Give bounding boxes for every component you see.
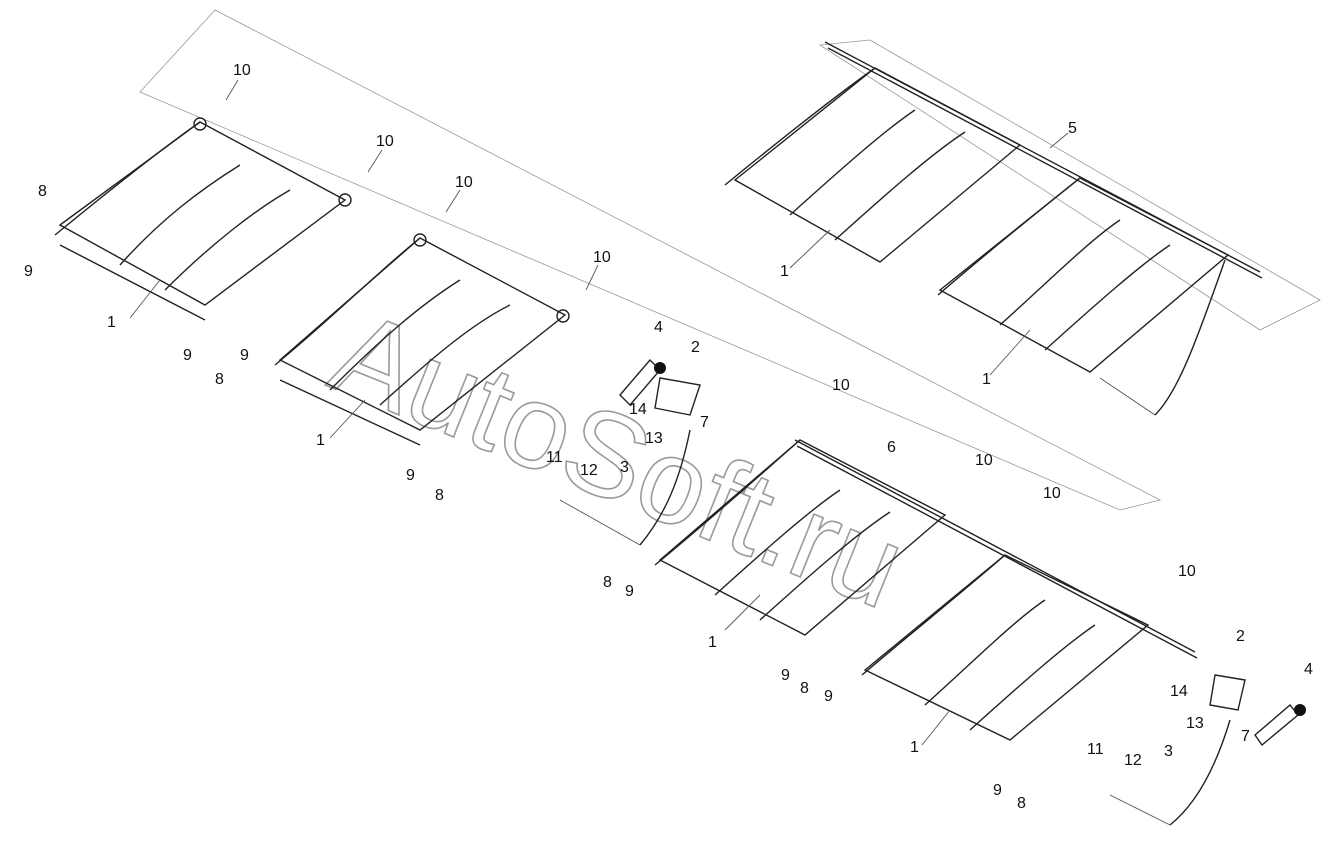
callout-label: 9 — [781, 667, 790, 684]
leader-lines — [129, 79, 1069, 746]
callout-label: 8 — [1017, 795, 1026, 812]
callout-label: 7 — [700, 414, 709, 431]
callout-label: 3 — [620, 459, 629, 476]
callout-label: 8 — [800, 680, 809, 697]
callout-label: 13 — [645, 430, 663, 447]
callout-label: 8 — [38, 183, 47, 200]
callout-label: 8 — [603, 574, 612, 591]
callout-labels: 10 10 10 10 8 9 1 9 8 9 1 9 8 4 2 14 13 … — [24, 62, 1313, 812]
assembly-frame — [139, 9, 1162, 511]
callout-label: 14 — [629, 401, 647, 418]
bracket-middle — [619, 358, 701, 416]
callout-label: 5 — [1068, 120, 1077, 137]
callout-label: 10 — [593, 249, 611, 266]
callout-label: 13 — [1186, 715, 1204, 732]
callout-label: 6 — [887, 439, 896, 456]
callout-label: 9 — [240, 347, 249, 364]
callout-label: 9 — [406, 467, 415, 484]
callout-label: 8 — [215, 371, 224, 388]
callout-label: 10 — [1043, 485, 1061, 502]
callout-label: 12 — [1124, 752, 1142, 769]
assembly-frame-right — [818, 39, 1321, 331]
callout-label: 10 — [975, 452, 993, 469]
callout-label: 8 — [435, 487, 444, 504]
callout-label: 1 — [982, 371, 991, 388]
callout-label: 9 — [24, 263, 33, 280]
panel-assembly-lower — [559, 429, 1231, 826]
callout-label: 1 — [910, 739, 919, 756]
callout-label: 9 — [625, 583, 634, 600]
callout-label: 11 — [546, 449, 563, 466]
callout-label: 9 — [824, 688, 833, 705]
callout-label: 14 — [1170, 683, 1188, 700]
callout-label: 1 — [780, 263, 789, 280]
callout-label: 2 — [1236, 628, 1245, 645]
panel-middle-left — [274, 233, 570, 446]
callout-label: 10 — [233, 62, 251, 79]
callout-label: 1 — [107, 314, 116, 331]
callout-label: 3 — [1164, 743, 1173, 760]
callout-label: 12 — [580, 462, 598, 479]
bracket-lower-right — [1209, 674, 1306, 747]
callout-label: 10 — [455, 174, 473, 191]
panel-upper-left — [54, 117, 352, 321]
panel-assembly-upper-right — [724, 41, 1263, 416]
callout-label: 10 — [832, 377, 850, 394]
callout-label: 7 — [1241, 728, 1250, 745]
callout-label: 9 — [183, 347, 192, 364]
callout-label: 10 — [1178, 563, 1196, 580]
callout-label: 2 — [691, 339, 700, 356]
callout-label: 1 — [316, 432, 325, 449]
callout-label: 4 — [654, 319, 663, 336]
callout-label: 10 — [376, 133, 394, 150]
callout-label: 4 — [1304, 661, 1313, 678]
callout-label: 9 — [993, 782, 1002, 799]
callout-label: 1 — [708, 634, 717, 651]
callout-label: 11 — [1087, 741, 1104, 758]
